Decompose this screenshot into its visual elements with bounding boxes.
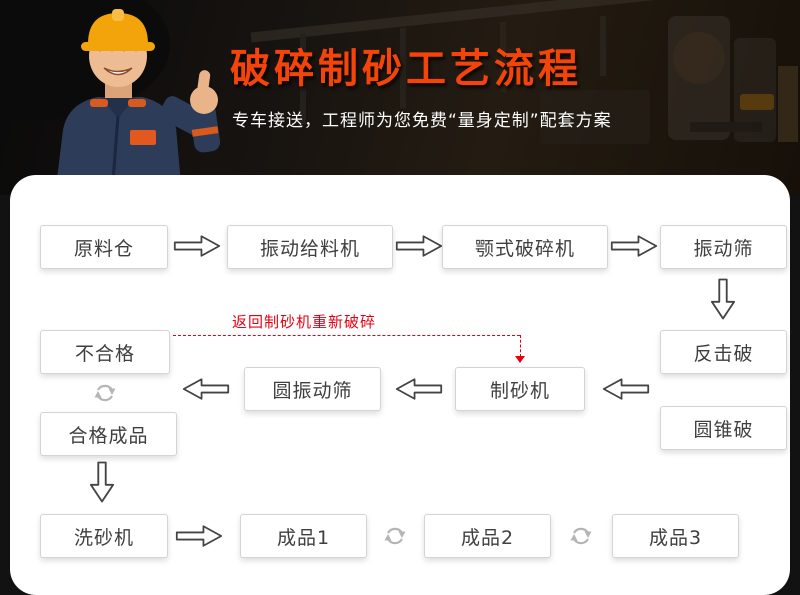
- flow-node-vibrating-screen: 振动筛: [660, 225, 787, 269]
- flow-node-impact-crusher: 反击破: [660, 330, 787, 374]
- flow-node-raw-material-silo: 原料仓: [40, 225, 168, 269]
- flow-node-sand-making-machine: 制砂机: [455, 367, 585, 411]
- page-subtitle: 专车接送，工程师为您免费“量身定制”配套方案: [232, 111, 612, 131]
- flow-arrow-left-icon: [395, 376, 443, 402]
- flow-arrow-right-icon: [173, 233, 221, 259]
- flow-node-cone-crusher: 圆锥破: [660, 406, 787, 450]
- recycle-icon: [93, 381, 117, 405]
- recycle-icon: [383, 524, 407, 548]
- flow-arrow-left-icon: [602, 376, 650, 402]
- recycle-icon: [569, 524, 593, 548]
- flow-arrow-right-icon: [395, 233, 443, 259]
- return-arrowhead-icon: [515, 356, 525, 363]
- flow-node-vibrating-feeder: 振动给料机: [227, 225, 393, 269]
- worker-thumbs-up-photo: [0, 0, 221, 195]
- return-path-line: [520, 335, 521, 357]
- page-title: 破碎制砂工艺流程: [230, 46, 582, 92]
- flow-arrow-down-icon: [710, 277, 736, 321]
- flow-arrow-right-icon: [610, 233, 658, 259]
- flow-arrow-left-icon: [182, 376, 230, 402]
- flowchart-card: 原料仓 振动给料机 颚式破碎机 振动筛 反击破 圆锥破 制砂机 圆振动筛 不合格…: [10, 175, 790, 595]
- flow-node-product-1: 成品1: [240, 514, 367, 558]
- flow-node-jaw-crusher: 颚式破碎机: [442, 225, 608, 269]
- flow-node-product-3: 成品3: [612, 514, 739, 558]
- return-path-line: [173, 335, 520, 336]
- flow-node-qualified-product: 合格成品: [40, 412, 177, 456]
- machinery-background: [250, 0, 798, 144]
- flow-node-circular-vibrating-screen: 圆振动筛: [244, 367, 381, 411]
- flow-node-unqualified: 不合格: [40, 330, 170, 374]
- flow-node-product-2: 成品2: [424, 514, 551, 558]
- flow-arrow-down-icon: [89, 460, 115, 504]
- flow-arrow-right-icon: [175, 523, 223, 549]
- return-note-label: 返回制砂机重新破碎: [232, 313, 377, 331]
- flow-node-sand-washer: 洗砂机: [40, 514, 168, 558]
- hero-banner: 破碎制砂工艺流程 专车接送，工程师为您免费“量身定制”配套方案: [0, 0, 800, 195]
